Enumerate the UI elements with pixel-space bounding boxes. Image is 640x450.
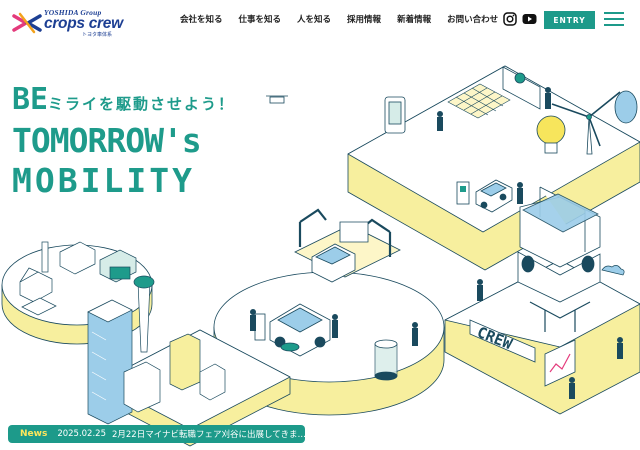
crops-crew-logo[interactable]: YOSHIDA Group crops crew トヨタ車体系 <box>12 8 138 38</box>
nav-item-company[interactable]: 会社を知る <box>180 15 223 25</box>
nav-item-contact[interactable]: お問い合わせ <box>447 15 499 25</box>
isometric-city-illustration: CREW <box>1 65 640 447</box>
nav-item-work[interactable]: 仕事を知る <box>238 15 282 25</box>
hero-tagline: ミライを駆動させよう！ <box>48 95 236 113</box>
youtube-icon[interactable] <box>522 12 537 26</box>
site-header: YOSHIDA Group crops crew トヨタ車体系 会社を知る 仕事… <box>0 0 640 42</box>
logo-group-text: YOSHIDA Group <box>44 8 102 17</box>
logo-wordmark: crops crew <box>44 15 123 32</box>
svg-text:BE: BE <box>12 83 46 113</box>
headline-tomorrows: TOMORROW's <box>12 121 202 160</box>
news-tag: News <box>20 429 48 439</box>
global-nav: 会社を知る 仕事を知る 人を知る 採用情報 新着情報 お問い合わせ <box>180 13 514 25</box>
nav-item-people[interactable]: 人を知る <box>297 15 332 25</box>
instagram-icon[interactable] <box>503 12 517 26</box>
headline-mobility: MOBILITY <box>12 161 195 200</box>
news-date: 2025.02.25 <box>57 429 106 439</box>
entry-button[interactable]: ENTRY <box>544 11 595 29</box>
nav-item-recruit[interactable]: 採用情報 <box>347 15 382 25</box>
news-ticker[interactable]: News 2025.02.25 2月22日マイナビ転職フェア刈谷に出展してきま… <box>8 425 305 443</box>
headline-be: BE <box>12 83 46 113</box>
nav-item-news[interactable]: 新着情報 <box>397 15 432 25</box>
hero-illustration: CREW <box>0 42 640 450</box>
news-headline-link[interactable]: 2月22日マイナビ転職フェア刈谷に出展してきま… <box>111 430 305 440</box>
hamburger-menu-icon[interactable] <box>604 12 624 26</box>
logo-subtitle: トヨタ車体系 <box>82 32 113 38</box>
logo-mark-icon <box>12 12 42 34</box>
